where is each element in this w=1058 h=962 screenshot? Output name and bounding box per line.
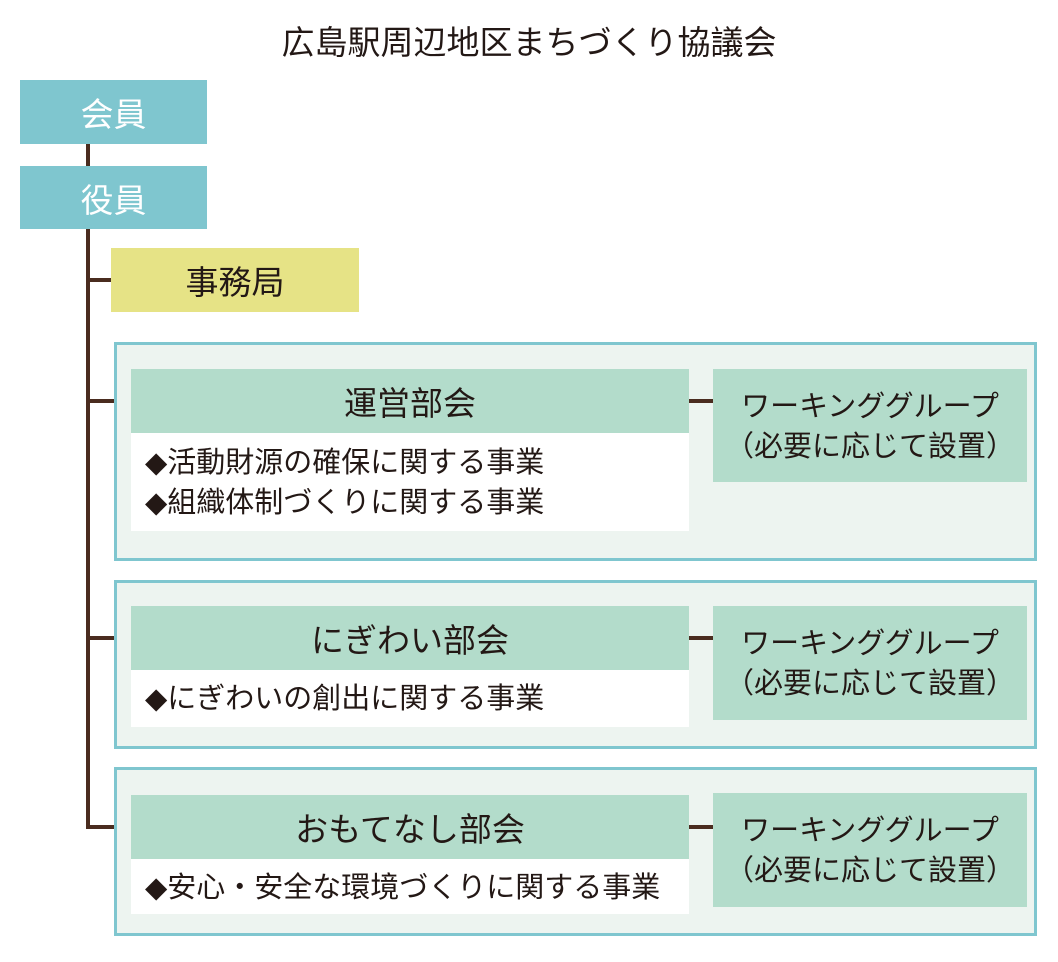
working-group-label: ワーキンググループ [741,626,999,660]
activity-item: ◆にぎわいの創出に関する事業 [145,681,545,715]
activity-item: ◆安心・安全な環境づくりに関する事業 [145,870,661,904]
activity-item: ◆活動財源の確保に関する事業 [145,445,545,479]
activity-item: ◆組織体制づくりに関する事業 [145,485,545,519]
working-group-label: ワーキンググループ [741,813,999,847]
connector-wg-1 [689,399,713,403]
department-activities: ◆活動財源の確保に関する事業 ◆組織体制づくりに関する事業 [131,433,689,531]
connector-wg-3 [689,825,713,829]
connector-dept-3 [86,825,131,829]
connector-wg-2 [689,636,713,640]
department-title: にぎわい部会 [131,606,689,670]
department-activities: ◆にぎわいの創出に関する事業 [131,670,689,727]
department-activities: ◆安心・安全な環境づくりに関する事業 [131,859,689,914]
connector-members-officers [86,144,90,166]
officers-box: 役員 [20,166,207,229]
connector-dept-1 [86,399,131,403]
department-title: 運営部会 [131,369,689,433]
connector-dept-2 [86,636,131,640]
department-title: おもてなし部会 [131,795,689,859]
working-group-box: ワーキンググループ （必要に応じて設置） [713,606,1027,720]
connector-main-trunk [86,229,90,829]
diagram-title: 広島駅周辺地区まちづくり協議会 [281,23,777,62]
secretariat-box: 事務局 [111,248,359,312]
working-group-box: ワーキンググループ （必要に応じて設置） [713,369,1027,482]
working-group-note: （必要に応じて設置） [724,853,1015,887]
working-group-box: ワーキンググループ （必要に応じて設置） [713,793,1027,907]
working-group-label: ワーキンググループ [741,388,999,423]
members-box: 会員 [20,80,207,144]
connector-secretariat [86,278,111,282]
working-group-note: （必要に応じて設置） [724,428,1015,463]
working-group-note: （必要に応じて設置） [724,666,1015,700]
